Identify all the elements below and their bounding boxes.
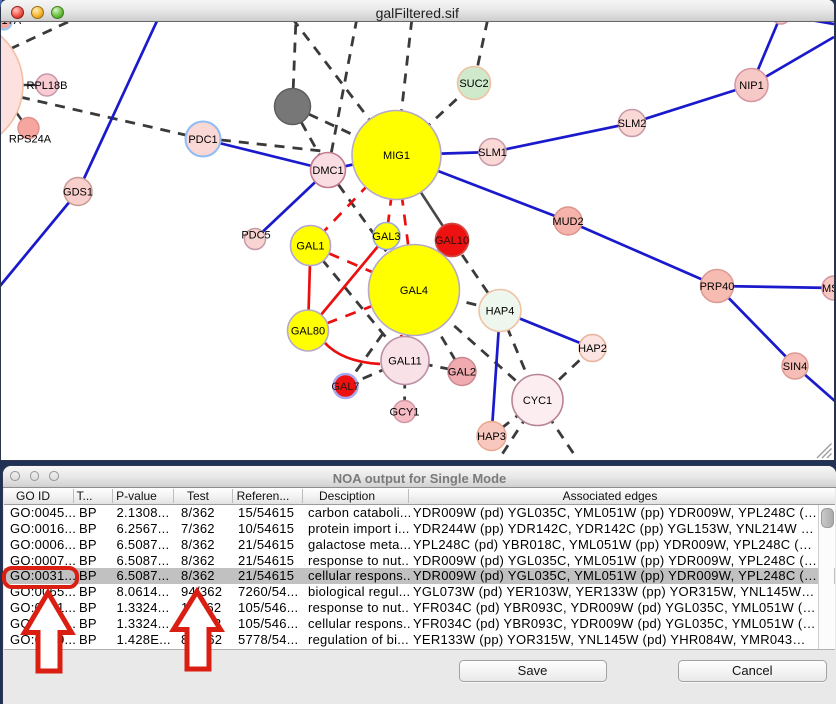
svg-text:HAP4: HAP4 [486, 305, 515, 317]
svg-text:NIP1: NIP1 [739, 80, 763, 92]
svg-text:MIG1: MIG1 [383, 150, 410, 162]
svg-text:HAP3: HAP3 [477, 431, 506, 443]
svg-text:MSN5: MSN5 [822, 283, 834, 295]
svg-text:GAL7: GAL7 [331, 381, 359, 393]
svg-text:GAL4: GAL4 [400, 285, 428, 297]
svg-text:PDC5: PDC5 [241, 229, 270, 241]
svg-text:GAL2: GAL2 [448, 366, 476, 378]
svg-text:GDS1: GDS1 [63, 186, 93, 198]
svg-text:RPL18B: RPL18B [27, 80, 68, 92]
svg-text:SUC2: SUC2 [459, 78, 488, 90]
svg-text:GAL11: GAL11 [388, 355, 421, 367]
svg-text:SLM1: SLM1 [478, 147, 507, 159]
svg-text:GAL1: GAL1 [296, 240, 324, 252]
svg-text:17A: 17A [2, 22, 22, 27]
svg-text:GCY1: GCY1 [390, 406, 420, 418]
svg-text:GAL10: GAL10 [435, 235, 469, 247]
svg-text:PDC1: PDC1 [188, 134, 217, 146]
svg-text:GAL80: GAL80 [291, 325, 325, 337]
svg-text:DMC1: DMC1 [312, 165, 343, 177]
svg-text:GAL3: GAL3 [372, 231, 400, 243]
svg-text:SLM2: SLM2 [618, 118, 647, 130]
svg-text:CYC1: CYC1 [523, 395, 552, 407]
svg-text:SIN4: SIN4 [783, 361, 807, 373]
svg-text:RPS24A: RPS24A [9, 134, 52, 146]
svg-text:MUD2: MUD2 [552, 216, 583, 228]
svg-text:PRP40: PRP40 [700, 281, 735, 293]
svg-text:HAP2: HAP2 [578, 343, 607, 355]
